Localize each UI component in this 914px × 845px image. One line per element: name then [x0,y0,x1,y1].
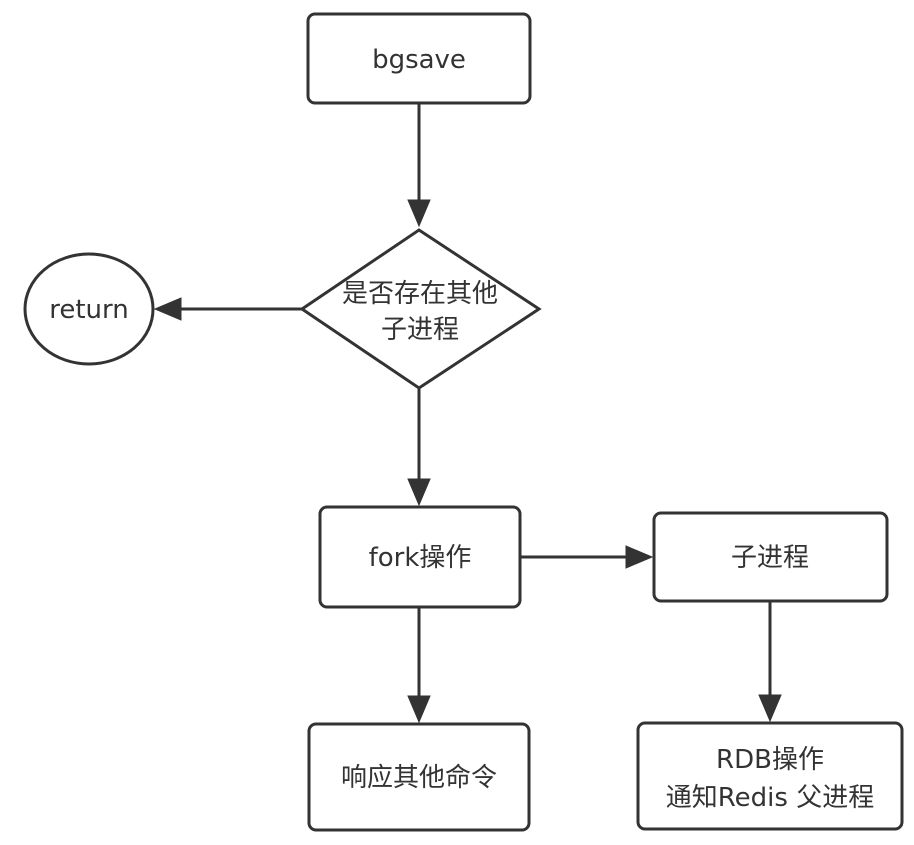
node-label: 子进程 [731,543,809,573]
process-box [652,511,889,603]
node-label: bgsave [372,45,466,75]
arrowhead [407,478,431,507]
arrowhead [758,694,782,723]
process-box [318,505,522,609]
node-decision: 是否存在其他 子进程 [299,228,542,390]
node-label: 响应其他命令 [341,763,497,793]
node-label-line-1: RDB操作 [716,745,824,775]
process-box [307,722,531,832]
arrowhead [407,695,431,724]
node-label: return [49,295,129,325]
edge-decision-to-fork [407,389,431,507]
node-child: 子进程 [652,511,889,603]
terminal-circle [23,252,155,366]
arrowhead [153,297,182,321]
arrowhead [407,199,431,228]
node-rdb: RDB操作 通知Redis 父进程 [636,721,904,831]
arrowhead [625,545,654,569]
process-box [636,721,904,831]
node-label-line-2: 通知Redis 父进程 [666,783,874,813]
edge-fork-to-respond [407,607,431,724]
edge-fork-to-child [520,545,654,569]
decision-diamond [299,228,542,390]
edge-child-to-rdb [758,601,782,723]
node-fork: fork操作 [318,505,522,609]
node-return: return [23,252,155,366]
process-box [306,12,532,105]
edge-bgsave-to-decision [407,104,431,228]
edge-decision-to-return [153,297,302,321]
node-label-line-2: 子进程 [381,315,459,345]
node-bgsave: bgsave [306,12,532,105]
node-label-line-1: 是否存在其他 [342,279,498,309]
node-respond: 响应其他命令 [307,722,531,832]
node-label: fork操作 [369,543,472,573]
edges [153,104,782,724]
